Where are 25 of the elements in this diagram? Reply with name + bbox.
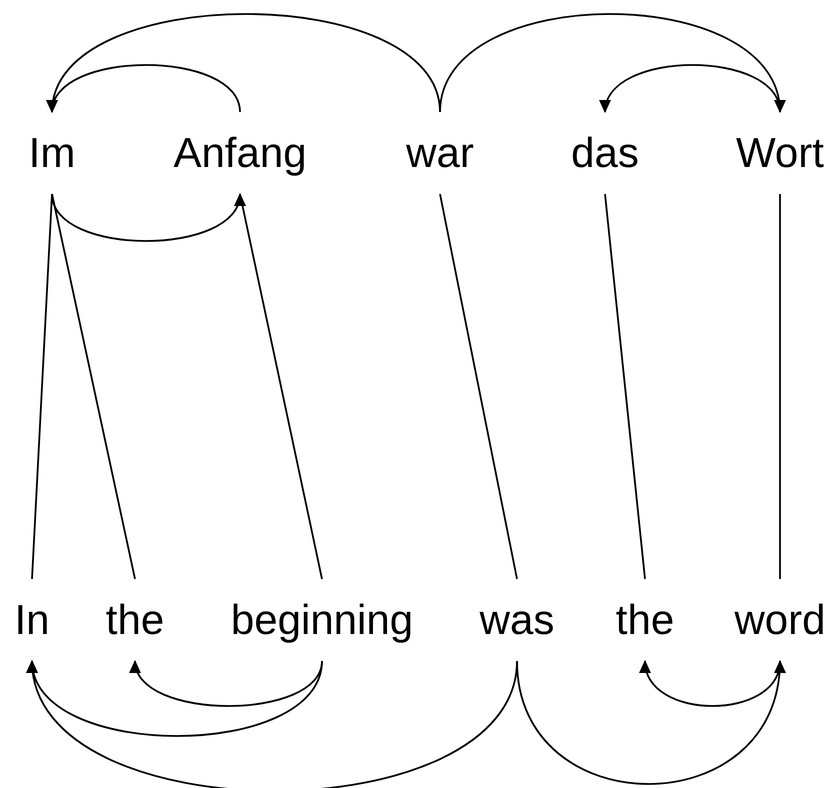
dependency-arrow [132,660,323,707]
word-label: Wort [732,112,828,194]
dependency-arrow [49,13,441,113]
word-label: In [10,579,54,661]
word-label: the [612,579,678,661]
dependency-arrow [602,64,781,113]
dependency-arrow [28,660,518,788]
dependency-arrow [51,193,243,242]
alignment-line [239,194,323,580]
word-label: war [402,112,478,194]
dependency-arrow [439,13,784,113]
word-label: word [730,579,830,661]
word-label: das [567,112,643,194]
word-label: beginning [226,579,418,661]
alignment-line [31,194,53,580]
dependency-arrow [641,660,781,707]
alignment-line [604,194,646,580]
alignment-line [439,194,518,580]
word-label: Im [24,112,80,194]
word-label: the [102,579,168,661]
word-label: was [476,579,558,661]
alignment-line [779,194,781,579]
dependency-arrow [516,660,784,785]
alignment-line [51,194,136,580]
word-label: Anfang [169,112,311,194]
